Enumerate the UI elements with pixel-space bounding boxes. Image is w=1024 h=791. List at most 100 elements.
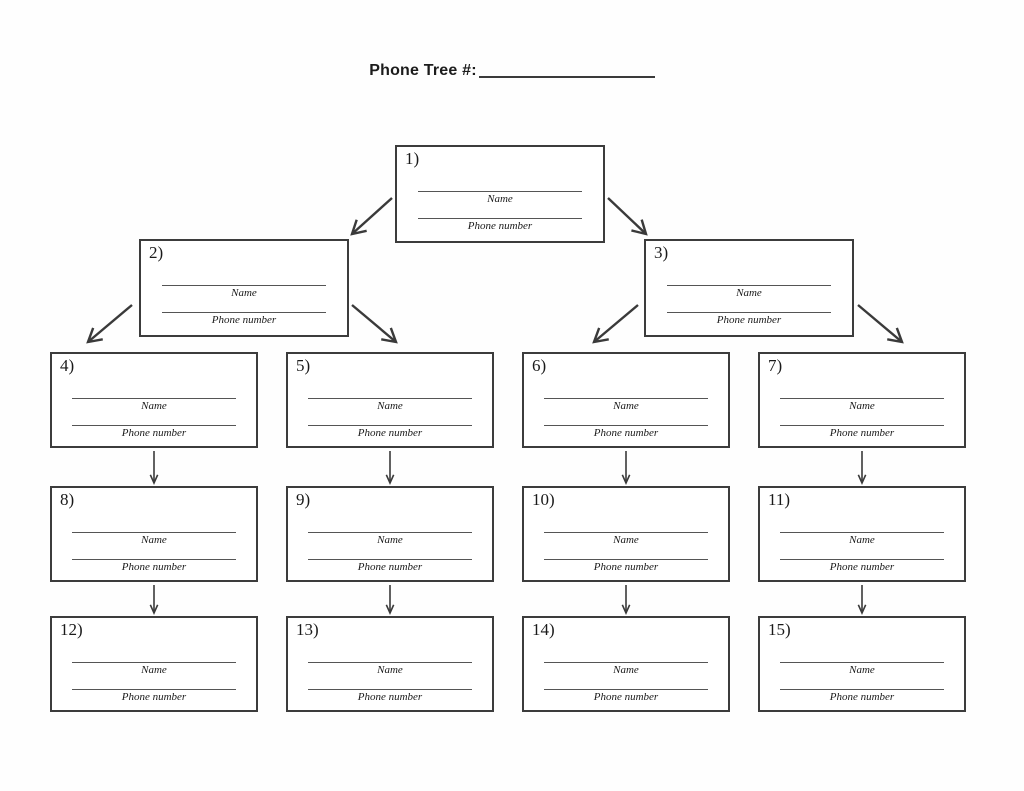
phone-field-9: Phone number (308, 559, 472, 575)
name-caption-4: Name (141, 400, 167, 412)
phone-write-line-15[interactable] (780, 689, 944, 690)
name-field-9: Name (308, 532, 472, 548)
phone-caption-6: Phone number (593, 427, 659, 439)
phone-caption-13: Phone number (357, 691, 423, 703)
name-write-line-5[interactable] (308, 398, 472, 399)
connector-arrow-8-to-12 (149, 585, 159, 615)
name-write-line-4[interactable] (72, 398, 236, 399)
node-number-label-13: 13) (296, 620, 319, 639)
phone-write-line-13[interactable] (308, 689, 472, 690)
name-write-line-11[interactable] (780, 532, 944, 533)
name-field-2: Name (161, 285, 327, 301)
name-caption-10: Name (613, 534, 639, 546)
connector-arrow-1-to-2 (350, 197, 393, 236)
phone-write-line-2[interactable] (161, 312, 327, 313)
node-number-label-1: 1) (405, 149, 420, 168)
name-field-12: Name (72, 662, 236, 678)
connector-arrow-5-to-9 (385, 451, 395, 485)
title-blank-line[interactable] (478, 76, 655, 78)
name-field-5: Name (308, 398, 472, 414)
phone-write-line-6[interactable] (544, 425, 708, 426)
name-write-line-13[interactable] (308, 662, 472, 663)
connector-arrow-10-to-14 (621, 585, 631, 615)
connector-arrow-6-to-10 (621, 451, 631, 485)
phone-field-6: Phone number (544, 425, 708, 441)
name-write-line-7[interactable] (780, 398, 944, 399)
phone-write-line-1[interactable] (417, 218, 583, 219)
name-caption-14: Name (613, 664, 639, 676)
name-write-line-9[interactable] (308, 532, 472, 533)
phone-field-8: Phone number (72, 559, 236, 575)
name-caption-11: Name (849, 534, 875, 546)
page-title-label: Phone Tree #: (369, 62, 477, 79)
node-number-label-7: 7) (768, 356, 783, 375)
phone-write-line-3[interactable] (666, 312, 832, 313)
phone-write-line-8[interactable] (72, 559, 236, 560)
name-caption-7: Name (849, 400, 875, 412)
phone-caption-14: Phone number (593, 691, 659, 703)
phone-caption-9: Phone number (357, 561, 423, 573)
phone-write-line-9[interactable] (308, 559, 472, 560)
phone-caption-3: Phone number (716, 314, 782, 326)
node-number-label-4: 4) (60, 356, 75, 375)
phone-caption-4: Phone number (121, 427, 187, 439)
name-caption-9: Name (377, 534, 403, 546)
phone-field-4: Phone number (72, 425, 236, 441)
name-write-line-10[interactable] (544, 532, 708, 533)
name-caption-5: Name (377, 400, 403, 412)
phone-write-line-7[interactable] (780, 425, 944, 426)
phone-field-5: Phone number (308, 425, 472, 441)
phone-caption-12: Phone number (121, 691, 187, 703)
phone-caption-1: Phone number (467, 220, 533, 232)
phone-write-line-14[interactable] (544, 689, 708, 690)
node-number-label-14: 14) (532, 620, 555, 639)
node-number-label-10: 10) (532, 490, 555, 509)
phone-caption-10: Phone number (593, 561, 659, 573)
name-write-line-6[interactable] (544, 398, 708, 399)
name-field-14: Name (544, 662, 708, 678)
name-write-line-2[interactable] (161, 285, 327, 286)
name-write-line-3[interactable] (666, 285, 832, 286)
phone-write-line-12[interactable] (72, 689, 236, 690)
phone-field-15: Phone number (780, 689, 944, 705)
connector-arrow-3-to-6 (592, 304, 639, 344)
name-write-line-15[interactable] (780, 662, 944, 663)
name-write-line-8[interactable] (72, 532, 236, 533)
phone-write-line-5[interactable] (308, 425, 472, 426)
name-write-line-12[interactable] (72, 662, 236, 663)
node-number-label-3: 3) (654, 243, 669, 262)
phone-caption-15: Phone number (829, 691, 895, 703)
name-write-line-14[interactable] (544, 662, 708, 663)
phone-write-line-10[interactable] (544, 559, 708, 560)
connector-arrow-4-to-8 (149, 451, 159, 485)
node-number-label-6: 6) (532, 356, 547, 375)
phone-field-12: Phone number (72, 689, 236, 705)
phone-write-line-4[interactable] (72, 425, 236, 426)
page-title: Phone Tree #: (0, 62, 1024, 80)
name-caption-12: Name (141, 664, 167, 676)
name-write-line-1[interactable] (417, 191, 583, 192)
phone-field-14: Phone number (544, 689, 708, 705)
phone-field-11: Phone number (780, 559, 944, 575)
name-field-4: Name (72, 398, 236, 414)
name-field-8: Name (72, 532, 236, 548)
connector-arrow-7-to-11 (857, 451, 867, 485)
node-number-label-11: 11) (768, 490, 791, 509)
node-number-label-8: 8) (60, 490, 75, 509)
phone-write-line-11[interactable] (780, 559, 944, 560)
